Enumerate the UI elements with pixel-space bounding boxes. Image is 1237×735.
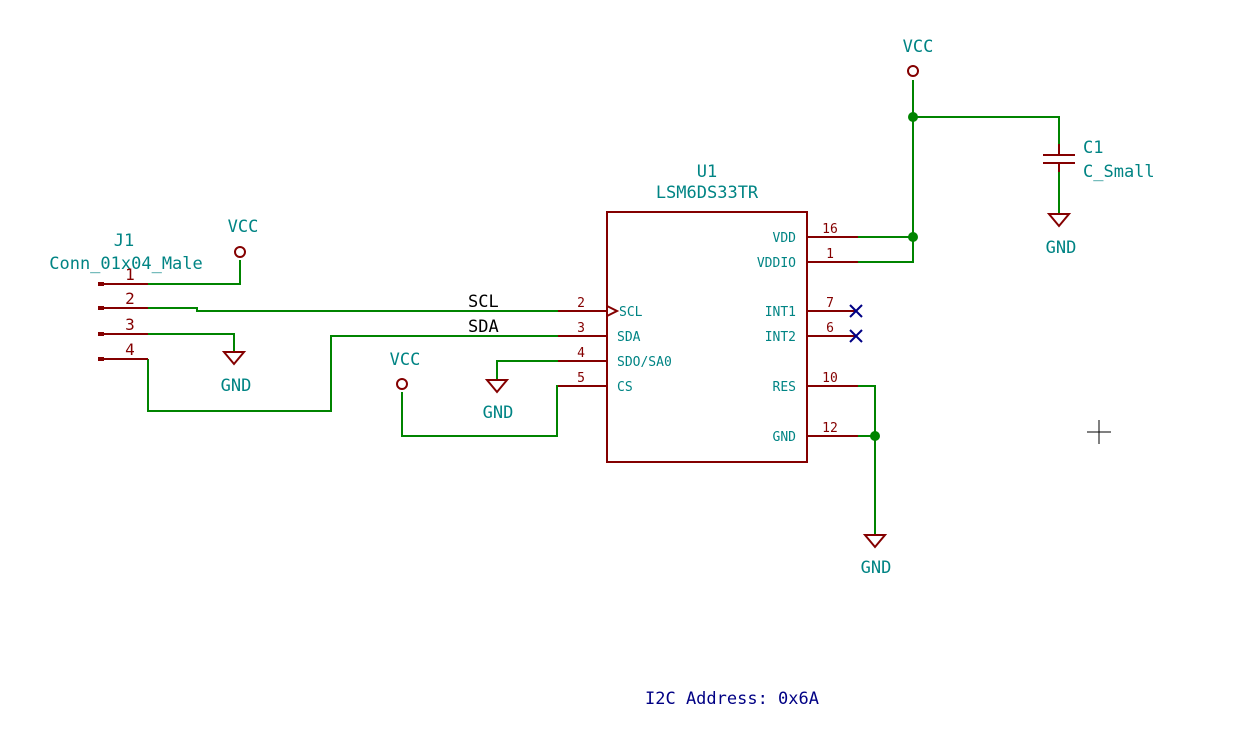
no-connect-int1-icon — [849, 304, 863, 318]
c1-value: C_Small — [1083, 162, 1155, 182]
wire-cs-vcc — [401, 385, 558, 437]
gnd-triangle-icon — [862, 534, 888, 549]
u1-pin-scl-number: 2 — [577, 296, 585, 311]
u1-pin-res-number: 10 — [822, 371, 838, 386]
u1-pin-cs-name: CS — [617, 380, 633, 395]
wire-j1-pin1-vcc — [148, 260, 241, 285]
vcc-circle-icon — [234, 246, 246, 258]
wire-c1-top — [913, 116, 1060, 147]
junction-gnd — [870, 431, 880, 441]
gnd-triangle-icon — [221, 351, 247, 366]
wire-sdo-gnd — [496, 360, 558, 380]
u1-pin-vddio-name: VDDIO — [757, 256, 796, 271]
u1-ref: U1 — [697, 162, 717, 182]
gnd-label-sdo: GND — [483, 403, 514, 423]
j1-pin4-number: 4 — [125, 340, 135, 359]
vcc-symbol-cs[interactable]: VCC — [390, 350, 421, 390]
j1-pin2-stub — [98, 306, 104, 310]
i2c-address-note: I2C Address: 0x6A — [645, 689, 819, 709]
u1-pin-sdo-name: SDO/SA0 — [617, 355, 672, 370]
gnd-symbol-u1[interactable]: GND — [861, 534, 892, 578]
u1-pin-vdd-name: VDD — [773, 231, 797, 246]
j1-pin2-number: 2 — [125, 289, 135, 308]
j1-connector[interactable]: J1 Conn_01x04_Male 1 2 3 4 — [49, 231, 203, 361]
net-label-sda: SDA — [468, 317, 499, 337]
vcc-symbol-j1[interactable]: VCC — [228, 217, 259, 258]
u1-pin-scl-name: SCL — [619, 305, 643, 320]
wires — [147, 80, 1060, 535]
vcc-label-cs: VCC — [390, 350, 421, 370]
j1-pin4-stub — [98, 357, 104, 361]
vcc-label-j1: VCC — [228, 217, 259, 237]
u1-pin-gnd-number: 12 — [822, 421, 838, 436]
wire-res — [858, 385, 876, 436]
vcc-label-top: VCC — [903, 37, 934, 57]
j1-pin3-stub — [98, 332, 104, 336]
wire-sda-net — [147, 335, 558, 412]
j1-pin3-number: 3 — [125, 315, 135, 334]
gnd-symbol-c1[interactable]: GND — [1046, 213, 1077, 258]
junction-vdd — [908, 232, 918, 242]
u1-pin-res-name: RES — [773, 380, 796, 395]
j1-ref: J1 — [114, 231, 134, 251]
wire-vddio — [858, 237, 914, 263]
c1-ref: C1 — [1083, 138, 1103, 158]
no-connect-int2-icon — [849, 329, 863, 343]
u1-pin-int2-number: 6 — [826, 321, 834, 336]
u1-pin-sdo-number: 4 — [577, 346, 585, 361]
vcc-circle-icon — [907, 65, 919, 77]
u1-value: LSM6DS33TR — [656, 183, 759, 203]
u1-scl-clock-marker — [606, 305, 620, 317]
u1-pin-sda-number: 3 — [577, 321, 585, 336]
net-label-scl: SCL — [468, 292, 499, 312]
crosshair-cursor-icon — [1087, 420, 1111, 444]
u1-symbol[interactable]: U1 LSM6DS33TR 2 3 4 5 SCL SDA SDO/SA0 CS… — [558, 162, 858, 463]
u1-pin-cs-number: 5 — [577, 371, 585, 386]
gnd-label-j1: GND — [221, 376, 252, 396]
u1-pin-int1-name: INT1 — [765, 305, 796, 320]
vcc-symbol-top[interactable]: VCC — [903, 37, 934, 77]
u1-pin-gnd-name: GND — [773, 430, 797, 445]
c1-capacitor[interactable]: C1 C_Small — [1043, 138, 1155, 182]
u1-pin-sda-name: SDA — [617, 330, 641, 345]
wire-j1-pin3-gnd — [148, 333, 235, 352]
u1-pin-vddio-number: 1 — [826, 247, 834, 262]
u1-pin-int2-name: INT2 — [765, 330, 796, 345]
u1-pin-vdd-number: 16 — [822, 222, 838, 237]
gnd-triangle-icon — [1046, 213, 1072, 228]
vcc-circle-icon — [396, 378, 408, 390]
wire-gnd — [858, 435, 876, 535]
gnd-label-c1: GND — [1046, 238, 1077, 258]
junction-vcc-c1 — [908, 112, 918, 122]
wire-scl-net — [148, 307, 558, 312]
j1-pin1-stub — [98, 282, 104, 286]
j1-value: Conn_01x04_Male — [49, 254, 203, 274]
gnd-label-u1: GND — [861, 558, 892, 578]
gnd-triangle-icon — [484, 379, 510, 394]
gnd-symbol-sdo[interactable]: GND — [483, 379, 514, 423]
u1-pin-int1-number: 7 — [826, 296, 834, 311]
gnd-symbol-j1[interactable]: GND — [221, 351, 252, 396]
j1-pin1-number: 1 — [125, 265, 135, 284]
